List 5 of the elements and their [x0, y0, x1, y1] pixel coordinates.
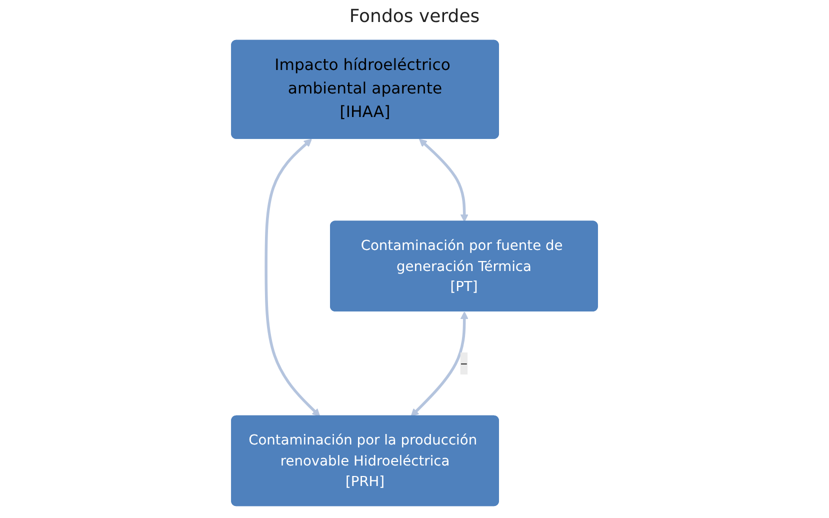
note-text: Fondos verdes — [349, 6, 480, 27]
arrow — [419, 138, 468, 222]
edge-label: – — [460, 354, 468, 372]
arrow — [264, 138, 320, 416]
arrow — [410, 310, 468, 416]
